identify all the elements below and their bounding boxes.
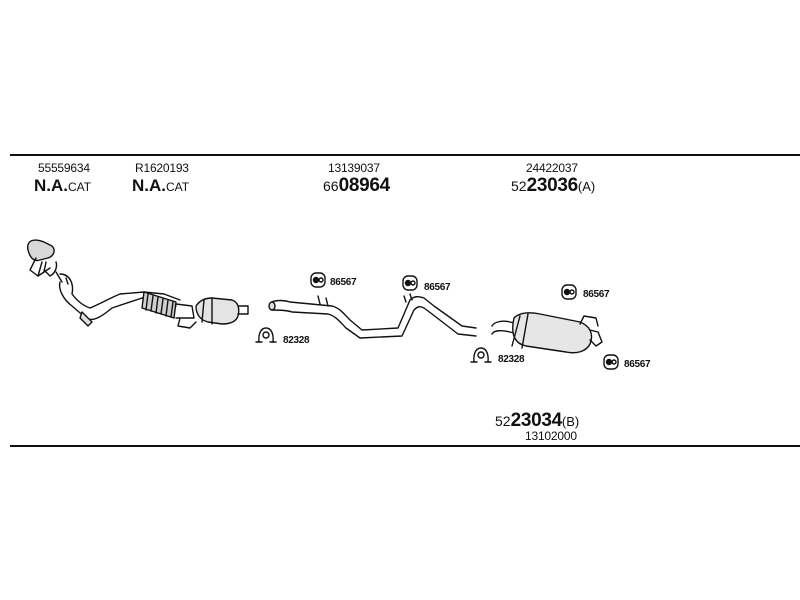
- rubber-mount-4: [603, 354, 619, 370]
- label-front-pipe: N.A.CAT: [34, 177, 91, 194]
- code-prefix: 66: [323, 178, 339, 194]
- label-rear-box-b: 5223034(B): [495, 411, 579, 430]
- top-divider-line: [10, 154, 800, 156]
- callout-mount-1: 86567: [330, 277, 357, 288]
- middle-pipe-drawing: [268, 293, 477, 339]
- callout-mount-2: 86567: [424, 282, 451, 293]
- label-na: N.A.: [132, 176, 166, 195]
- label-na: N.A.: [34, 176, 68, 195]
- code-suffix: (B): [561, 414, 580, 429]
- pipe-clamp-2: [470, 347, 492, 363]
- code-main: 23034: [510, 410, 563, 431]
- code-main: 23036: [526, 175, 579, 196]
- label-cat: CAT: [68, 180, 92, 194]
- label-catalyst: N.A.CAT: [132, 177, 189, 194]
- part-number-middle-pipe: 13139037: [328, 161, 380, 175]
- part-number-rear-box-b: 13102000: [525, 429, 577, 443]
- bottom-divider-line: [10, 445, 800, 447]
- label-middle-pipe: 6608964: [323, 176, 390, 195]
- front-pipe-drawing: [27, 239, 197, 329]
- part-number-catalyst: R1620193: [135, 161, 189, 175]
- callout-mount-4: 86567: [624, 359, 651, 370]
- callout-mount-3: 86567: [583, 289, 610, 300]
- callout-clamp-2: 82328: [498, 354, 525, 365]
- catalytic-converter-drawing: [195, 297, 249, 325]
- part-number-front-pipe: 55559634: [38, 161, 90, 175]
- code-prefix: 52: [495, 413, 511, 429]
- pipe-clamp-1: [255, 327, 277, 343]
- label-rear-box-a: 5223036(A): [511, 176, 595, 195]
- label-cat: CAT: [166, 180, 190, 194]
- code-prefix: 52: [511, 178, 527, 194]
- code-suffix: (A): [577, 179, 596, 194]
- code-main: 08964: [338, 175, 391, 196]
- rubber-mount-2: [402, 275, 418, 291]
- callout-clamp-1: 82328: [283, 335, 310, 346]
- rubber-mount-3: [561, 284, 577, 300]
- rubber-mount-1: [310, 272, 326, 288]
- part-number-rear-box: 24422037: [526, 161, 578, 175]
- rear-muffler-drawing: [491, 312, 603, 354]
